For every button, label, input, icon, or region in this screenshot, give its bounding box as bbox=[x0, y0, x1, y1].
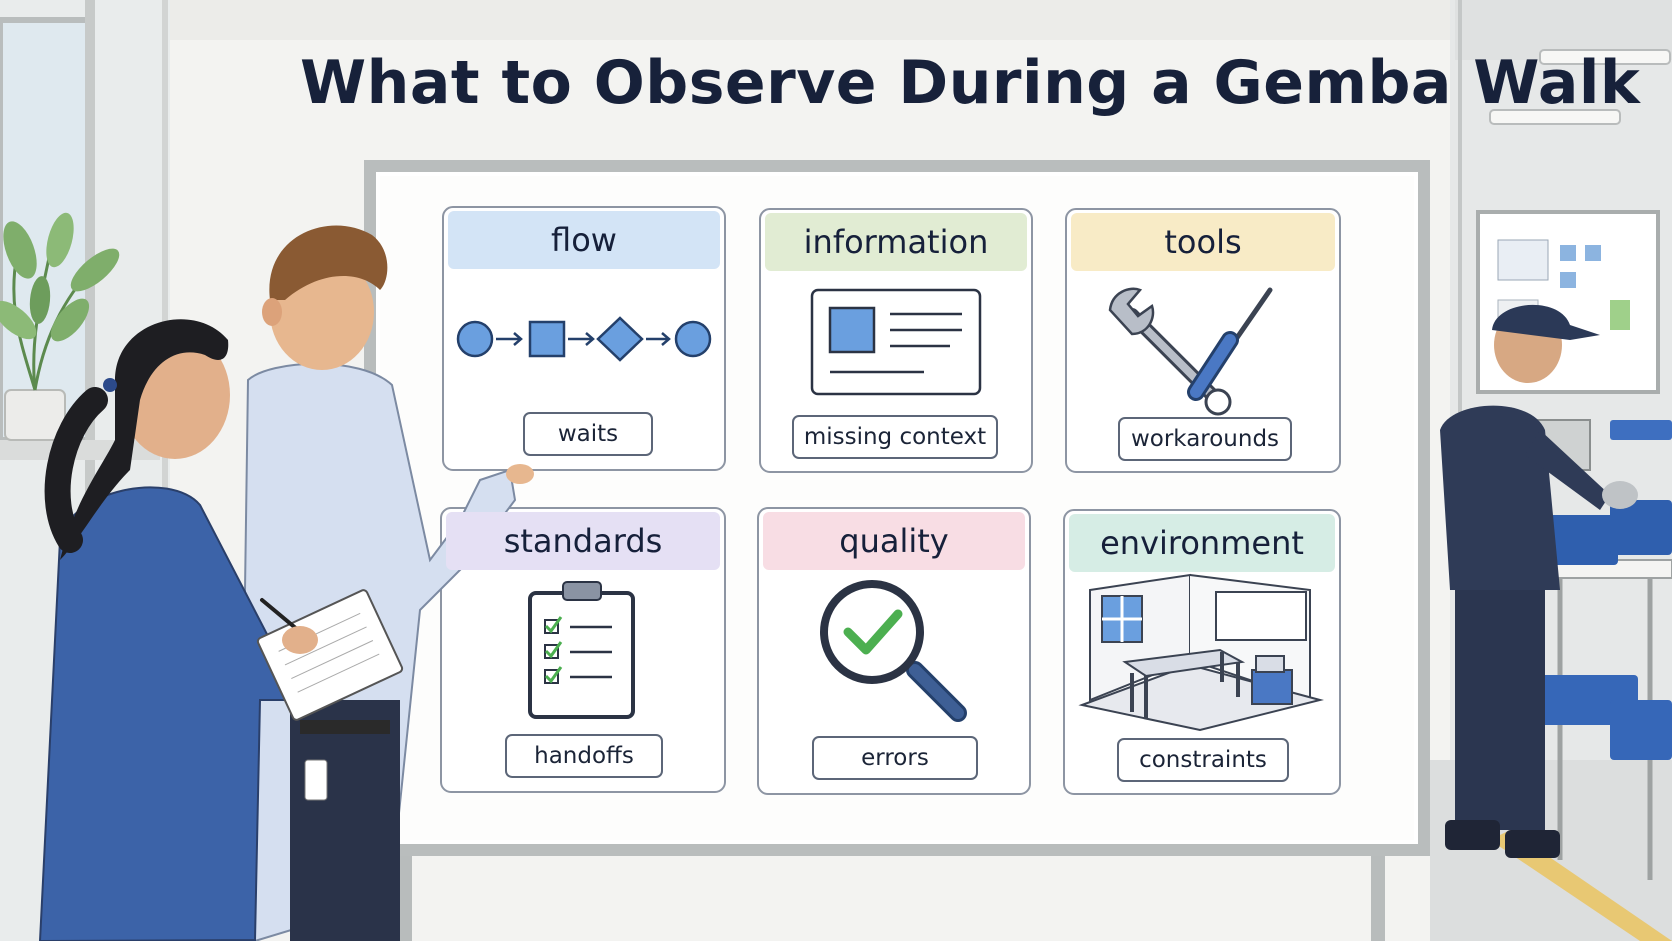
card-label-quality: quality bbox=[763, 512, 1025, 570]
checklist-clipboard-icon bbox=[528, 581, 635, 719]
tag-handoffs: handoffs bbox=[505, 734, 663, 778]
card-label-information: information bbox=[765, 213, 1027, 271]
card-label-environment: environment bbox=[1069, 514, 1335, 572]
document-icon bbox=[810, 288, 982, 396]
tag-errors: errors bbox=[812, 736, 978, 780]
room-icon bbox=[1078, 573, 1324, 732]
card-label-tools: tools bbox=[1071, 213, 1335, 271]
process-flow-icon bbox=[456, 316, 712, 362]
card-label-standards: standards bbox=[446, 512, 720, 570]
page-title: What to Observe During a Gemba Walk bbox=[300, 48, 1641, 118]
tag-workarounds: workarounds bbox=[1118, 417, 1292, 461]
card-label-flow: flow bbox=[448, 211, 720, 269]
window-left bbox=[0, 0, 170, 941]
card-tools bbox=[1065, 208, 1341, 473]
tag-missing-context: missing context bbox=[792, 415, 998, 459]
tag-constraints: constraints bbox=[1117, 738, 1289, 782]
woman-figure bbox=[38, 319, 404, 941]
tag-waits: waits bbox=[523, 412, 653, 456]
wrench-screwdriver-icon bbox=[1108, 287, 1273, 416]
plant-icon bbox=[0, 212, 120, 441]
worker-figure bbox=[1440, 304, 1638, 858]
magnifier-check-icon bbox=[820, 580, 967, 722]
